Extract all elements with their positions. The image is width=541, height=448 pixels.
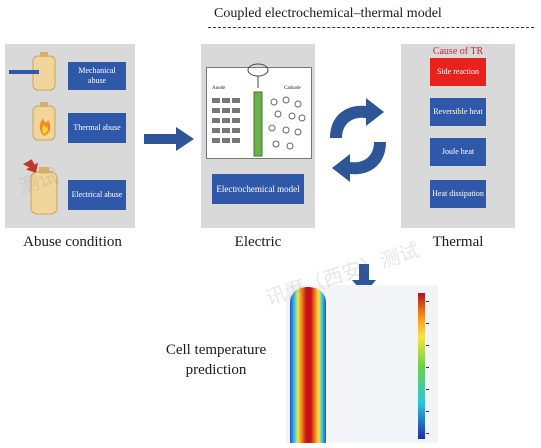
cathode-label: Cathode (284, 86, 301, 91)
battery-mechanical-icon (9, 52, 56, 91)
joule-heat-box: Joule heat (430, 138, 486, 166)
coupling-cycle-arrows (330, 98, 386, 182)
thermal-abuse-box: Thermal abuse (68, 113, 126, 143)
electrical-abuse-box: Electrical abuse (68, 180, 126, 210)
anode-label: Anode (212, 86, 226, 91)
battery-electrical-icon (22, 159, 58, 215)
diagram-title: Coupled electrochemical–thermal model (214, 6, 442, 21)
side-reaction-box: Side reaction (430, 58, 486, 86)
arrow-abuse-to-electric (144, 127, 194, 151)
abuse-condition-caption: Abuse condition (23, 234, 122, 250)
prediction-label: Cell temperature prediction (165, 342, 267, 378)
mechanical-abuse-box: Mechanical abuse (68, 62, 126, 90)
battery-icons (9, 52, 58, 215)
heat-dissipation-box: Heat dissipation (430, 180, 486, 208)
cell-temperature-map (290, 287, 429, 443)
cause-of-tr-label: Cause of TR (432, 46, 484, 57)
reversible-heat-box: Reversible heat (430, 98, 486, 126)
cell-diagram-graphics (212, 63, 306, 157)
electric-caption: Electric (234, 234, 282, 250)
title-dashed-line (208, 27, 534, 28)
battery-thermal-icon (32, 102, 56, 141)
thermal-caption: Thermal (432, 234, 484, 250)
electrochemical-model-box: Electrochemical model (212, 174, 304, 204)
